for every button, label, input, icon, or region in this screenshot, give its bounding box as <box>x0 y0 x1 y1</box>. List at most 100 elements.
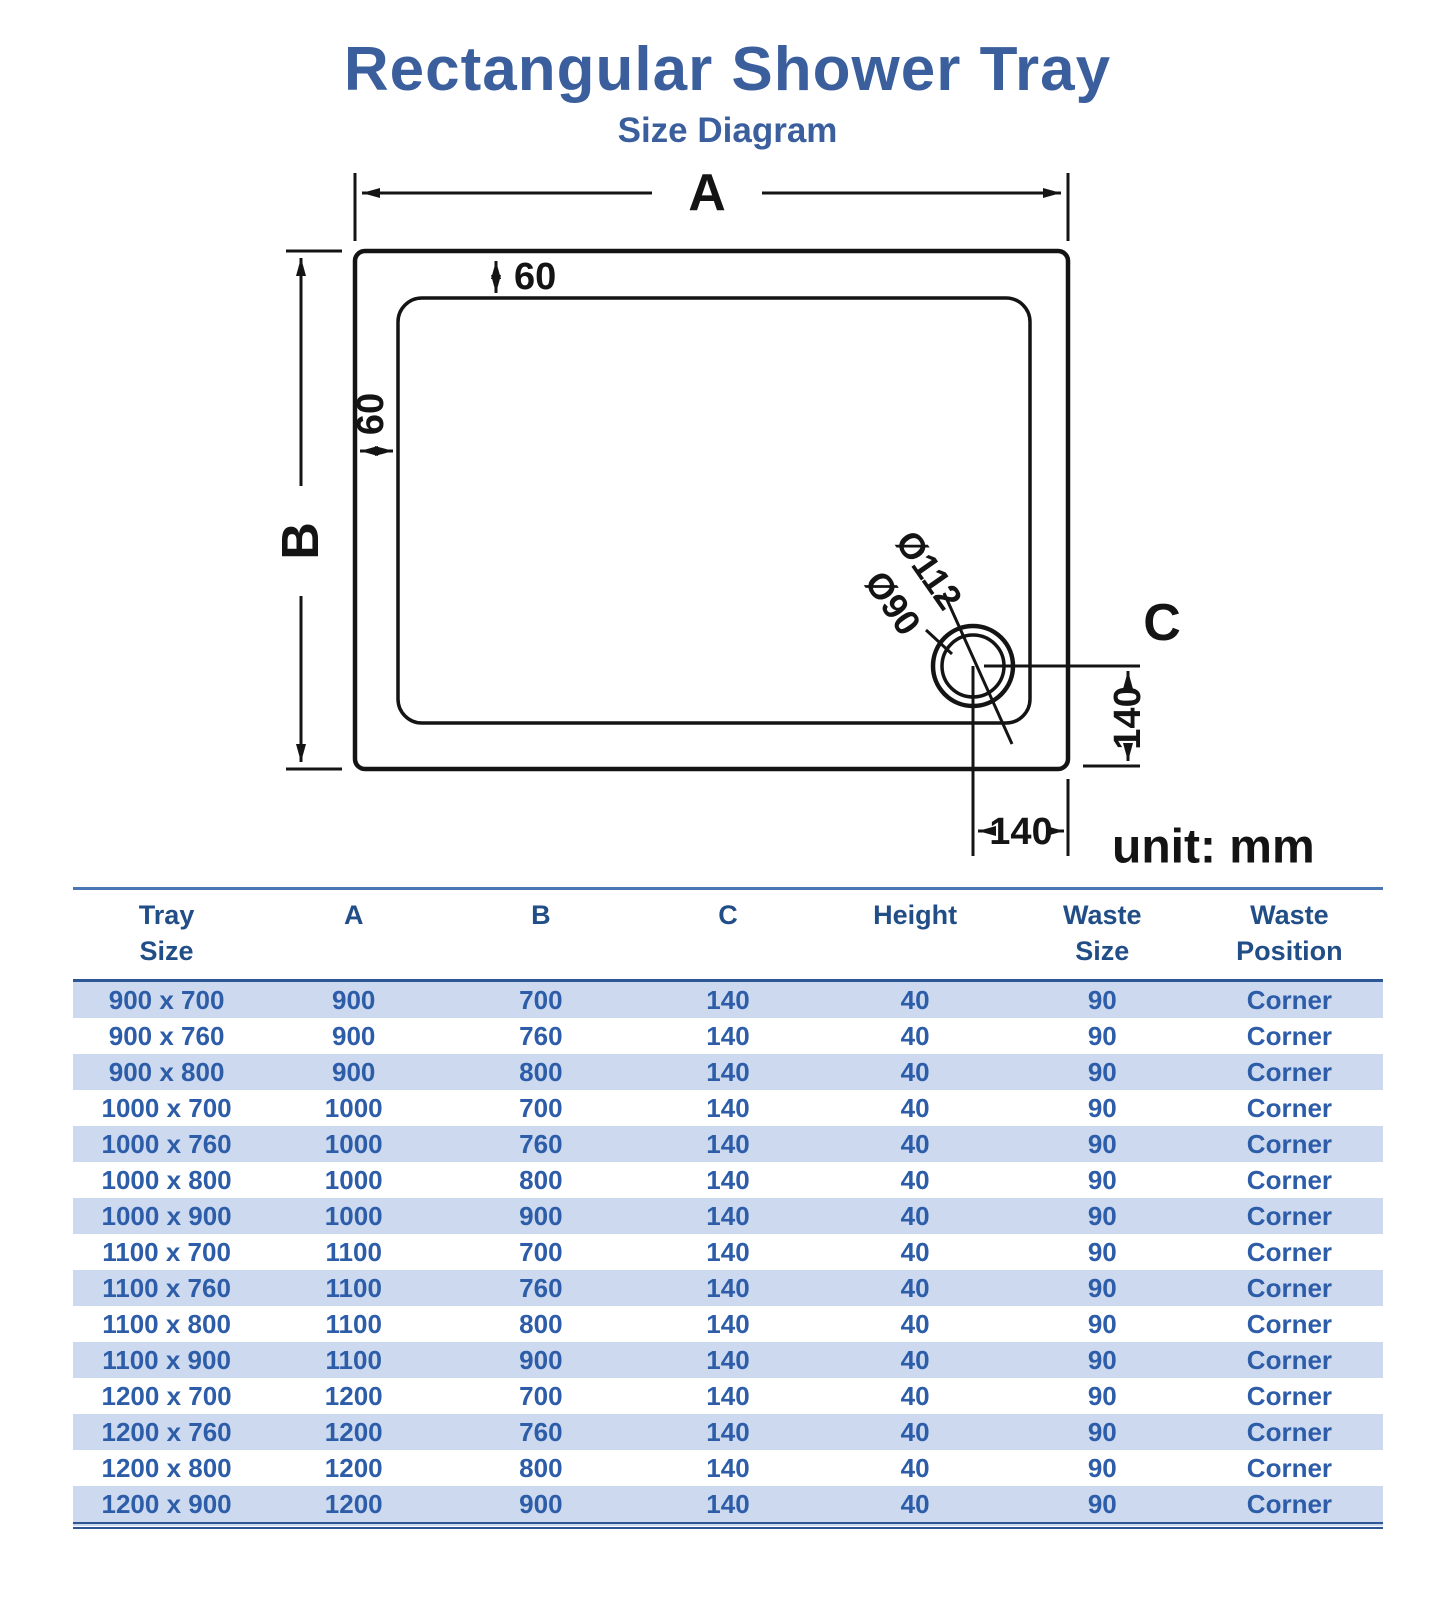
table-cell-tray_size: 1100 x 900 <box>102 1345 231 1376</box>
table-cell-waste_position: Corner <box>1246 985 1333 1016</box>
table-cell-a: 1200 <box>324 1417 383 1448</box>
table-cell-height: 40 <box>900 1093 930 1124</box>
table-cell-waste_position: Corner <box>1246 1165 1333 1196</box>
table-cell-tray_size: 900 x 800 <box>108 1057 225 1088</box>
page-title: Rectangular Shower Tray <box>343 35 1112 104</box>
dim-a <box>353 173 1070 241</box>
table-cell-c: 140 <box>706 1453 750 1484</box>
dim-left-inset-label: 60 <box>350 393 392 435</box>
table-cell-tray_size: 1200 x 800 <box>101 1453 232 1484</box>
table-cell-tray_size: 1000 x 760 <box>101 1129 232 1160</box>
table-cell-c: 140 <box>706 985 750 1016</box>
table-cell-c: 140 <box>706 1417 750 1448</box>
dim-c-label: C <box>1143 594 1181 652</box>
column-header-waste-position: Waste Position <box>1236 900 1343 966</box>
table-cell-b: 900 <box>519 1345 563 1376</box>
table-cell-c: 140 <box>706 1309 750 1340</box>
table-cell-height: 40 <box>900 985 930 1016</box>
table-cell-c: 140 <box>706 1273 750 1304</box>
table-cell-a: 1200 <box>324 1453 383 1484</box>
table-cell-waste_position: Corner <box>1246 1417 1333 1448</box>
table-cell-tray_size: 1000 x 800 <box>101 1165 232 1196</box>
dim-b <box>286 249 342 771</box>
table-cell-a: 1000 <box>324 1165 383 1196</box>
table-cell-b: 900 <box>519 1489 563 1520</box>
table-cell-tray_size: 1200 x 760 <box>101 1417 232 1448</box>
table-cell-b: 700 <box>519 1093 563 1124</box>
table-cell-height: 40 <box>900 1453 930 1484</box>
dim-top-inset-label: 60 <box>514 256 556 298</box>
header-row: Tray Size A B C Height Waste Size Waste … <box>73 889 1383 981</box>
table-cell-waste_size: 90 <box>1087 1165 1117 1196</box>
dim-offset-vertical <box>1083 671 1140 768</box>
dim-a-label: A <box>688 164 726 222</box>
table-cell-c: 140 <box>706 1021 750 1052</box>
table-cell-waste_position: Corner <box>1246 1381 1333 1412</box>
table-cell-tray_size: 900 x 760 <box>108 1021 225 1052</box>
page-subtitle: Size Diagram <box>617 111 838 150</box>
column-header-waste-size: Waste Size <box>1063 900 1142 966</box>
table-cell-a: 1100 <box>325 1309 382 1340</box>
table-cell-waste_size: 90 <box>1087 1345 1117 1376</box>
table-cell-height: 40 <box>900 1309 930 1340</box>
column-header-a: A <box>343 900 364 930</box>
table-cell-waste_position: Corner <box>1246 1057 1333 1088</box>
table-cell-waste_position: Corner <box>1246 1201 1333 1232</box>
table-cell-height: 40 <box>900 1237 930 1268</box>
unit-label: unit: mm <box>1112 821 1315 874</box>
table-cell-waste_position: Corner <box>1246 1309 1333 1340</box>
table-cell-tray_size: 1100 x 700 <box>102 1237 231 1268</box>
table-cell-height: 40 <box>900 1417 930 1448</box>
table-cell-waste_position: Corner <box>1246 1129 1333 1160</box>
table-cell-height: 40 <box>900 1021 930 1052</box>
table-cell-a: 900 <box>332 985 376 1016</box>
column-header-c: C <box>718 900 738 930</box>
table-cell-height: 40 <box>900 1165 930 1196</box>
table-cell-b: 760 <box>519 1273 563 1304</box>
table-cell-a: 1100 <box>325 1273 382 1304</box>
column-header-height: Height <box>873 900 958 930</box>
table-cell-b: 700 <box>519 1381 563 1412</box>
table-cell-b: 700 <box>519 1237 563 1268</box>
table-cell-tray_size: 1000 x 700 <box>101 1093 232 1124</box>
column-header-b: B <box>531 900 551 930</box>
table-cell-waste_size: 90 <box>1087 1021 1117 1052</box>
table-cell-waste_size: 90 <box>1087 1201 1117 1232</box>
table-cell-a: 1100 <box>325 1345 382 1376</box>
table-cell-waste_position: Corner <box>1246 1453 1333 1484</box>
size-table-header: Tray Size A B C Height Waste Size Waste … <box>73 889 1383 981</box>
table-cell-waste_size: 90 <box>1087 1453 1117 1484</box>
table-cell-waste_size: 90 <box>1087 1417 1117 1448</box>
table-cell-c: 140 <box>706 1381 750 1412</box>
table-cell-a: 900 <box>332 1021 376 1052</box>
table-cell-b: 900 <box>519 1201 563 1232</box>
tray-outer-outline <box>352 248 1071 772</box>
table-cell-tray_size: 1200 x 900 <box>101 1489 232 1520</box>
table-cell-c: 140 <box>706 1093 750 1124</box>
table-cell-height: 40 <box>900 1273 930 1304</box>
table-cell-a: 1200 <box>324 1489 383 1520</box>
table-cell-waste_size: 90 <box>1087 1057 1117 1088</box>
table-cell-waste_position: Corner <box>1246 1237 1333 1268</box>
table-cell-waste_position: Corner <box>1246 1345 1333 1376</box>
table-cell-waste_size: 90 <box>1087 1093 1117 1124</box>
table-cell-b: 800 <box>519 1165 563 1196</box>
table-cell-b: 760 <box>519 1021 563 1052</box>
table-cell-waste_size: 90 <box>1087 1129 1117 1160</box>
table-cell-c: 140 <box>706 1201 750 1232</box>
table-cell-waste_size: 90 <box>1087 1273 1117 1304</box>
size-table: Tray Size A B C Height Waste Size Waste … <box>73 887 1383 1530</box>
table-cell-a: 1100 <box>325 1237 382 1268</box>
